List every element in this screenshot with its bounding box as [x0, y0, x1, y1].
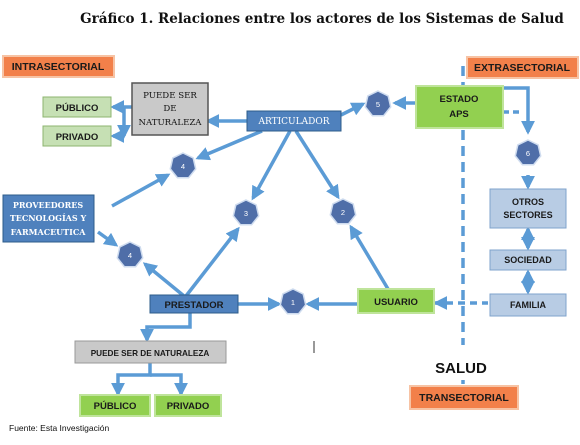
publico-top-node: PÚBLICO: [42, 96, 112, 118]
salud-label: SALUD: [435, 360, 487, 377]
sector-label: INTRASECTORIAL: [12, 61, 105, 73]
badge-number: 1: [291, 298, 295, 307]
badge-number: 3: [244, 209, 248, 218]
badge-number: 5: [376, 100, 380, 109]
step-badge: 4: [116, 241, 144, 268]
puede-ser-top-node: PUEDE SER DE NATURALEZA: [131, 82, 209, 136]
node-label: SECTORES: [503, 210, 552, 220]
source-note: Fuente: Esta Investigación: [9, 423, 109, 433]
prestador-node: PRESTADOR: [149, 294, 239, 314]
sector-extrasectorial: EXTRASECTORIAL: [466, 56, 579, 79]
sector-label: EXTRASECTORIAL: [474, 62, 571, 74]
step-badge: 5: [364, 90, 392, 117]
node-label: USUARIO: [374, 297, 418, 308]
step-badge: 4: [169, 152, 197, 179]
privado-bottom-node: PRIVADO: [154, 394, 222, 417]
node-label: DE: [163, 104, 176, 114]
articulador-node: ARTICULADOR: [246, 110, 342, 132]
node-label: PRESTADOR: [165, 300, 224, 311]
node-label: FARMACEUTICA: [11, 227, 87, 237]
diagram-title: Gráfico 1. Relaciones entre los actores …: [80, 11, 564, 27]
node-label: PÚBLICO: [56, 102, 99, 114]
badge-number: 2: [341, 208, 345, 217]
step-badge: 6: [514, 139, 542, 166]
badge-layer: 1 2 3 4 4 5 6: [116, 90, 542, 315]
node-label: PROVEEDORES: [13, 200, 84, 210]
sector-label: TRANSECTORIAL: [419, 392, 509, 404]
estado-aps-node: ESTADO APS: [415, 85, 504, 129]
puede-ser-bottom-node: PUEDE SER DE NATURALEZA: [74, 340, 227, 364]
publico-bottom-node: PÚBLICO: [79, 394, 151, 417]
otros-sectores-node: OTROS SECTORES: [489, 188, 567, 229]
connectors: [96, 86, 535, 397]
node-label: PUEDE SER: [143, 91, 197, 101]
node-label: ESTADO: [440, 94, 479, 105]
step-badge: 1: [279, 288, 307, 315]
step-badge: 3: [232, 199, 260, 226]
node-label: PÚBLICO: [94, 400, 137, 412]
node-label: OTROS: [512, 197, 544, 207]
node-label: PRIVADO: [167, 401, 210, 412]
badge-number: 4: [128, 251, 132, 260]
privado-top-node: PRIVADO: [42, 125, 112, 147]
step-badge: 2: [329, 198, 357, 225]
sector-intrasectorial: INTRASECTORIAL: [2, 55, 115, 78]
node-label: PUEDE SER DE NATURALEZA: [91, 349, 210, 358]
node-label: FAMILIA: [510, 300, 546, 310]
node-label: PRIVADO: [56, 132, 99, 143]
familia-node: FAMILIA: [489, 293, 567, 317]
usuario-node: USUARIO: [357, 288, 435, 314]
node-label: TECNOLOGÍAS Y: [10, 213, 87, 223]
salud-divider: [434, 66, 522, 384]
node-label: APS: [449, 109, 469, 120]
node-label: ARTICULADOR: [258, 117, 330, 127]
node-label: SOCIEDAD: [504, 255, 552, 265]
sector-transectorial: TRANSECTORIAL: [409, 385, 519, 410]
sociedad-node: SOCIEDAD: [489, 249, 567, 271]
proveedores-node: PROVEEDORES TECNOLOGÍAS Y FARMACEUTICA: [2, 194, 95, 243]
badge-number: 6: [526, 149, 530, 158]
node-label: NATURALEZA: [138, 118, 202, 128]
badge-number: 4: [181, 162, 185, 171]
